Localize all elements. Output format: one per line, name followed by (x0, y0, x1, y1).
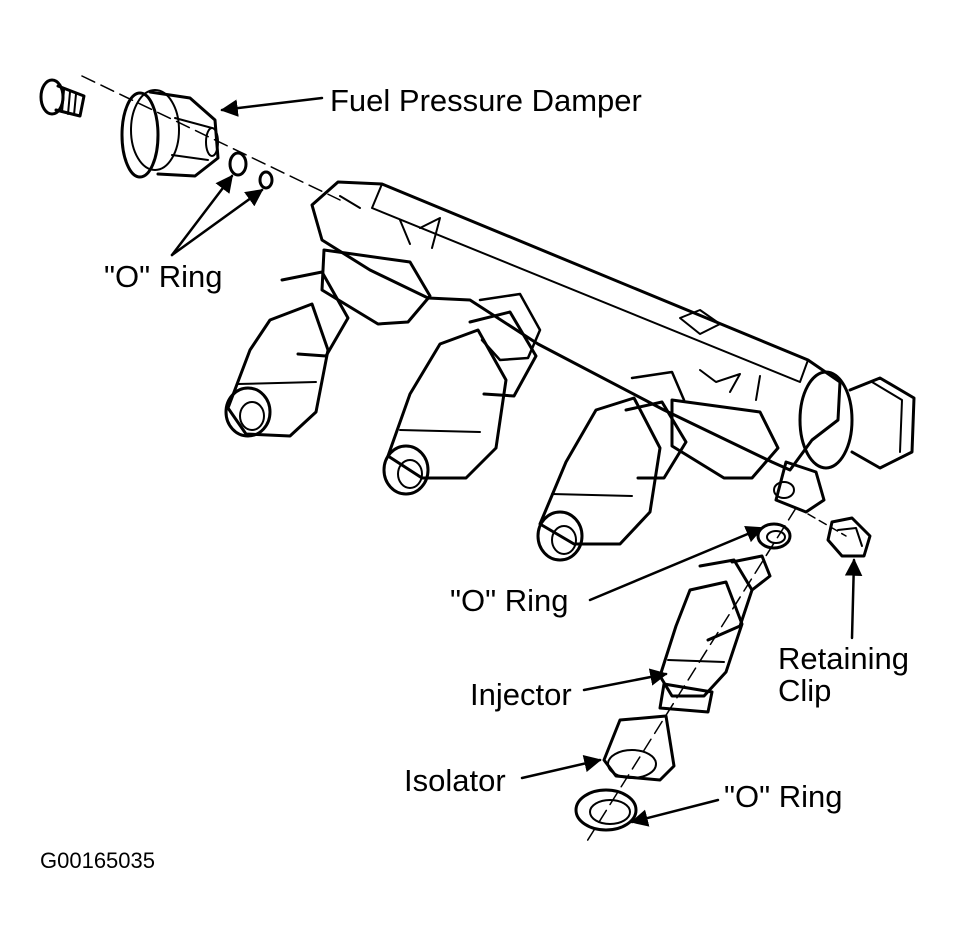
pressure-regulator (798, 370, 916, 470)
figure-code: G00165035 (40, 848, 155, 873)
arrow-retaining-clip (844, 558, 863, 640)
clip-centerline (807, 513, 847, 537)
installed-injector-1 (224, 270, 350, 438)
label-injector: Injector (470, 677, 572, 712)
retaining-clip (826, 516, 872, 558)
injector-centerline (583, 507, 797, 847)
leader-arrows (170, 96, 863, 827)
arrow-o-ring-bottom (630, 798, 720, 827)
label-retaining-clip-line2: Clip (778, 673, 832, 708)
arrow-fuel-pressure-damper (220, 96, 324, 117)
label-o-ring-middle: "O" Ring (450, 583, 569, 618)
fuel-pressure-damper (120, 89, 220, 179)
arrow-isolator (520, 755, 602, 780)
removed-injector (658, 554, 772, 714)
screw (39, 78, 86, 118)
isolator (602, 714, 676, 782)
arrow-o-ring-top-b (170, 188, 264, 257)
installed-injector-3 (536, 396, 688, 562)
label-fuel-pressure-damper: Fuel Pressure Damper (330, 83, 642, 118)
injector-socket (773, 460, 826, 514)
damper-centerline (81, 75, 341, 201)
label-retaining-clip-line1: Retaining (778, 641, 909, 676)
arrow-o-ring-top-a (170, 174, 234, 257)
arrow-o-ring-middle (588, 526, 764, 602)
installed-injector-2 (382, 310, 538, 496)
damper-o-ring-1 (228, 151, 248, 177)
fuel-rail (310, 180, 842, 480)
label-isolator: Isolator (404, 763, 506, 798)
label-o-ring-top: "O" Ring (104, 259, 223, 294)
label-o-ring-bottom: "O" Ring (724, 779, 843, 814)
arrow-injector (582, 668, 668, 692)
damper-o-ring-2 (258, 170, 274, 190)
